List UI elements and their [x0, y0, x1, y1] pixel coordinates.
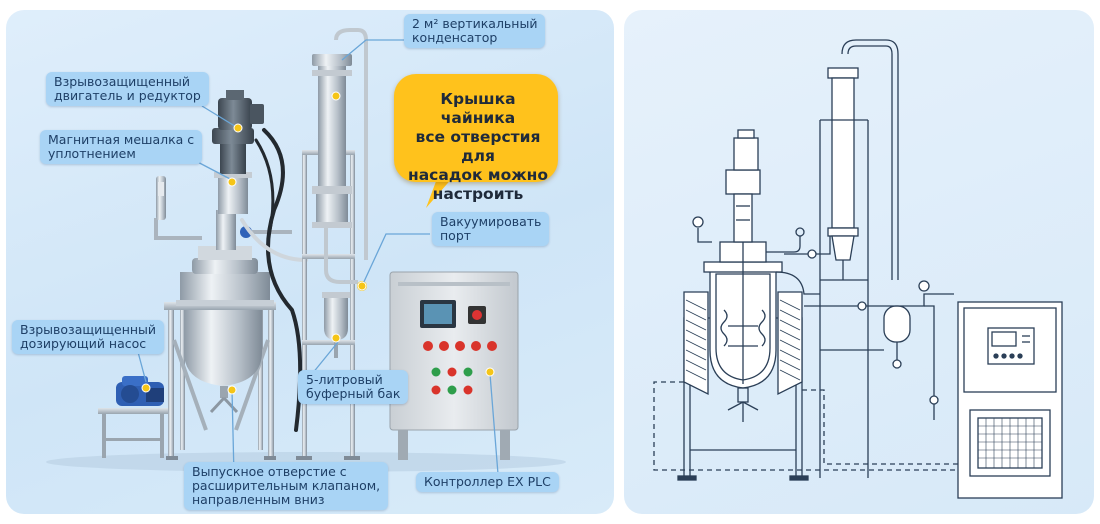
schematic-dashed-lines: [653, 381, 958, 471]
callout-controller: Контроллер EX PLC: [416, 472, 559, 492]
lid-ports: [154, 176, 292, 250]
schematic-condenser: [827, 39, 899, 280]
pump-platform: [98, 376, 168, 458]
cables: [240, 128, 308, 432]
bubble-tail: [426, 176, 454, 208]
schematic-heater: [683, 291, 803, 396]
reactor-illustration: [46, 28, 566, 477]
schematic-tower-frame: [819, 119, 884, 478]
schematic-motor: [725, 129, 761, 243]
schematic-panel: [624, 10, 1094, 514]
control-cabinet: [389, 271, 519, 460]
reactor-schematic: [653, 39, 1063, 499]
photo-panel: Крышка чайника все отверстия для насадок…: [6, 10, 614, 514]
callout-vacuum: Вакуумировать порт: [432, 212, 550, 246]
callout-outlet: Выпускное отверстие с расширительным кла…: [184, 462, 389, 510]
button-row-mixed: [431, 367, 473, 395]
callout-buffer: 5-литровый буферный бак: [298, 370, 409, 404]
condenser-column: [312, 28, 368, 284]
callout-pump: Взрывозащищенный дозирующий насос: [12, 320, 165, 354]
leader-dot-markers: [141, 91, 495, 395]
reactor-vessel: [176, 246, 274, 414]
leader-lines: [137, 39, 499, 477]
schematic-chiller: [957, 301, 1063, 499]
callout-stirrer: Магнитная мешалка с уплотнением: [40, 130, 203, 164]
schematic-buffer: [804, 280, 954, 420]
buffer-tank: [322, 281, 367, 358]
lid-note: Крышка чайника все отверстия для насадок…: [408, 90, 548, 203]
callout-condenser: 2 м² вертикальный конденсатор: [404, 14, 546, 48]
stirrer-drive: [212, 90, 264, 214]
lid-bubble: [394, 74, 558, 182]
button-row-red: [423, 341, 497, 351]
callout-motor: Взрывозащищенный двигатель и редуктор: [46, 72, 209, 106]
schematic-vessel: [703, 241, 783, 422]
